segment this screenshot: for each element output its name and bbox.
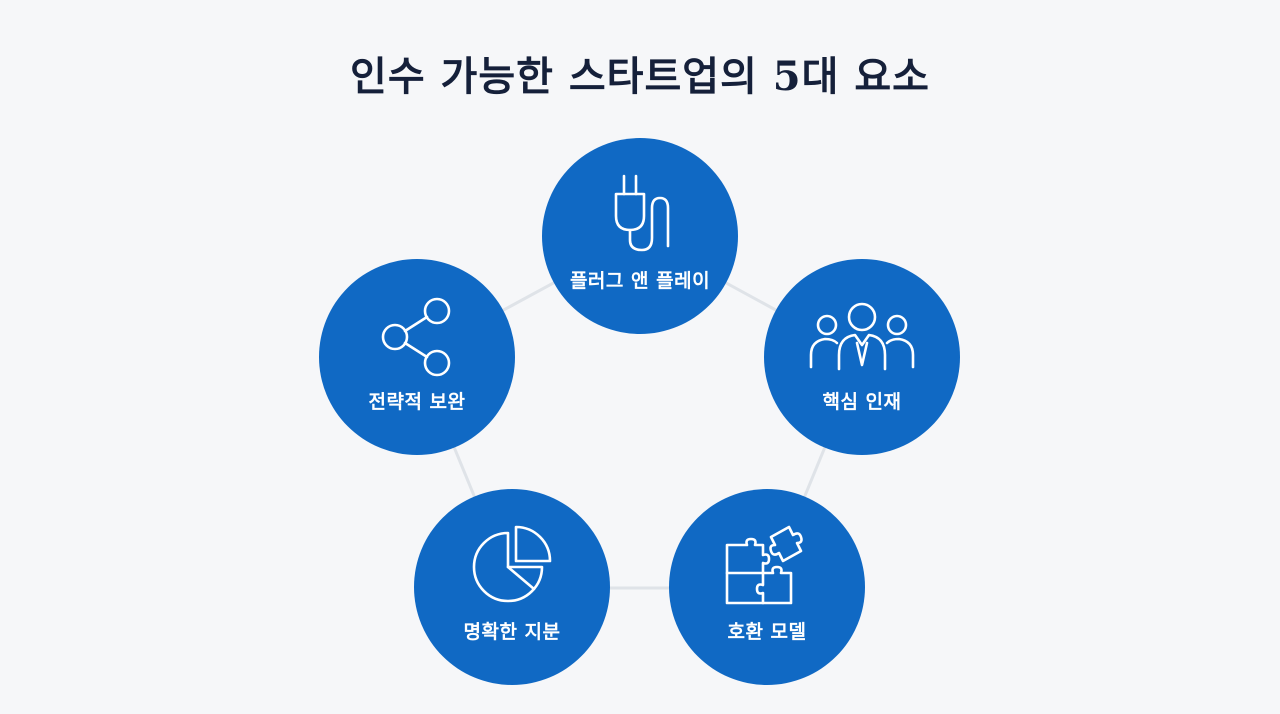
pie-chart-icon (472, 525, 552, 603)
element-plug-and-play: 플러그 앤 플레이 (542, 138, 738, 334)
element-compatible-model: 호환 모델 (669, 489, 865, 685)
puzzle-icon (725, 525, 803, 605)
element-key-talent: 핵심 인재 (764, 259, 960, 455)
element-label: 전략적 보완 (368, 391, 466, 413)
element-label: 호환 모델 (727, 621, 807, 643)
element-label: 명확한 지분 (463, 621, 561, 643)
page-title: 인수 가능한 스타트업의 5대 요소 (350, 53, 930, 100)
element-strategic-complement: 전략적 보완 (319, 259, 515, 455)
element-label: 플러그 앤 플레이 (569, 270, 711, 292)
team-icon (809, 302, 915, 371)
element-label: 핵심 인재 (822, 391, 902, 413)
share-icon (381, 297, 451, 377)
plug-icon (614, 174, 670, 252)
element-clear-equity: 명확한 지분 (414, 489, 610, 685)
